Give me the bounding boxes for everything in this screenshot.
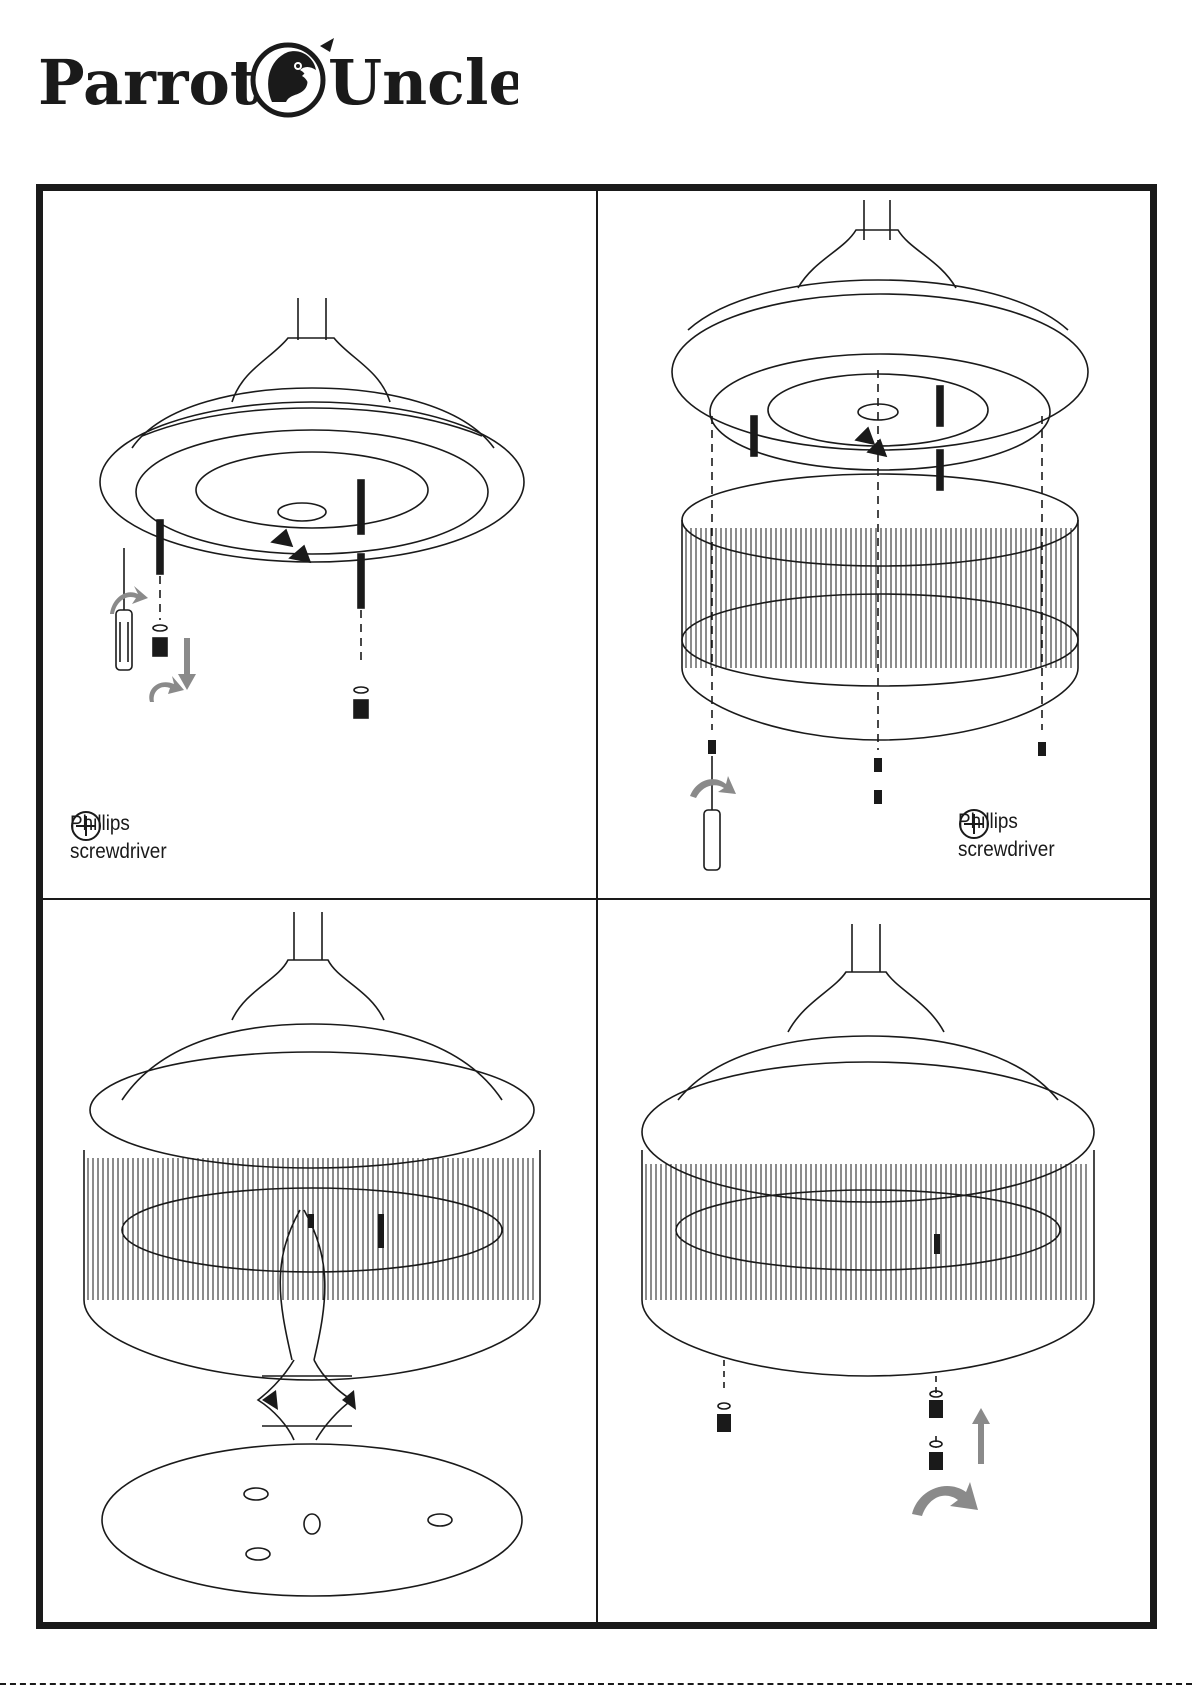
tool-name: Phillips screwdriver — [958, 808, 1055, 864]
brand-logo: Parrot Uncle — [38, 38, 518, 128]
rotate-arrow-icon — [690, 776, 736, 798]
shade-attach-illustration — [598, 190, 1151, 898]
tool-callout: Phillips screwdriver — [70, 810, 177, 866]
tool-name: Phillips screwdriver — [70, 810, 167, 866]
tool-label-line2: screwdriver — [958, 836, 1055, 864]
tool-label-line1: Phillips — [70, 810, 167, 838]
arrow-down-icon — [178, 638, 196, 690]
tool-label-line1: Phillips — [958, 808, 1055, 836]
panel-step-3 — [42, 900, 596, 1624]
wire-connection-illustration — [42, 900, 596, 1624]
tool-label-line2: screwdriver — [70, 838, 167, 866]
rotate-arrow-icon — [149, 676, 184, 702]
brand-name-right: Uncle — [328, 46, 518, 119]
panel-step-4 — [598, 900, 1151, 1624]
panel-step-1: Phillips screwdriver — [42, 190, 596, 898]
rotate-arrow-icon — [912, 1482, 978, 1516]
plate-secure-illustration — [598, 900, 1151, 1624]
brand-name-left: Parrot — [38, 46, 259, 119]
arrow-up-icon — [972, 1408, 990, 1464]
fan-disassembly-illustration — [42, 190, 596, 898]
tool-callout: Phillips screwdriver — [958, 808, 1065, 864]
parrot-logo-icon — [253, 38, 334, 115]
panel-step-2: Phillips screwdriver — [598, 190, 1151, 898]
